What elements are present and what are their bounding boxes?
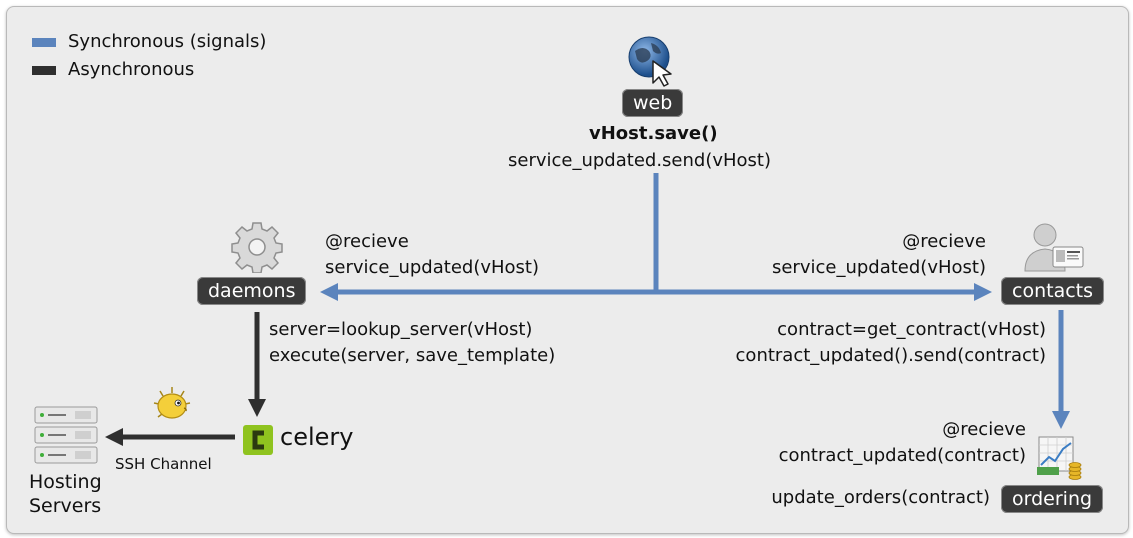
web-method-title: vHost.save() — [589, 123, 718, 144]
celery-logo-icon — [243, 425, 273, 455]
ordering-receive-handler: contract_updated(contract) — [778, 445, 1026, 466]
contacts-receive-handler: service_updated(vHost) — [771, 257, 986, 278]
sync-connectors — [337, 173, 1064, 411]
ordering-receive-decorator: @recieve — [942, 419, 1026, 440]
arrowhead-celery — [248, 399, 266, 417]
blowfish-icon — [153, 387, 191, 419]
gear-icon — [231, 222, 283, 273]
ordering-action-update: update_orders(contract) — [771, 487, 990, 508]
daemons-action-lookup: server=lookup_server(vHost) — [269, 319, 533, 340]
node-contacts: contacts — [1001, 277, 1105, 305]
legend-sync-label: Synchronous (signals) — [68, 31, 267, 52]
contacts-action-get-contract: contract=get_contract(vHost) — [777, 319, 1046, 340]
hosting-servers-label-line2: Servers — [29, 495, 102, 517]
contact-card-icon — [1024, 223, 1084, 272]
legend-async-swatch — [32, 66, 56, 75]
arrowhead-daemons — [320, 283, 338, 301]
daemons-receive-handler: service_updated(vHost) — [325, 257, 540, 278]
arrowhead-ordering — [1052, 411, 1070, 429]
node-daemons: daemons — [197, 277, 307, 305]
celery-label: celery — [280, 423, 354, 451]
arrowhead-servers — [105, 428, 123, 446]
arrowhead-contacts — [974, 283, 992, 301]
globe-cursor-icon — [628, 36, 672, 87]
server-rack-icon — [34, 406, 98, 464]
ssh-channel-label: SSH Channel — [115, 455, 212, 473]
node-web: web — [622, 89, 684, 117]
node-ordering: ordering — [1001, 485, 1104, 513]
diagram-panel: Synchronous (signals) Asynchronous — [6, 6, 1129, 534]
daemons-receive-decorator: @recieve — [325, 231, 409, 252]
async-connectors — [123, 312, 260, 440]
chart-coins-icon — [1037, 436, 1082, 480]
connectors — [105, 173, 1070, 446]
contacts-action-send: contract_updated().send(contract) — [735, 345, 1046, 366]
contacts-receive-decorator: @recieve — [902, 231, 986, 252]
legend-sync-swatch — [32, 38, 56, 47]
hosting-servers-label-line1: Hosting — [29, 471, 102, 493]
daemons-action-execute: execute(server, save_template) — [269, 345, 556, 366]
web-send-signal: service_updated.send(vHost) — [508, 150, 772, 171]
legend-async-label: Asynchronous — [68, 59, 195, 80]
